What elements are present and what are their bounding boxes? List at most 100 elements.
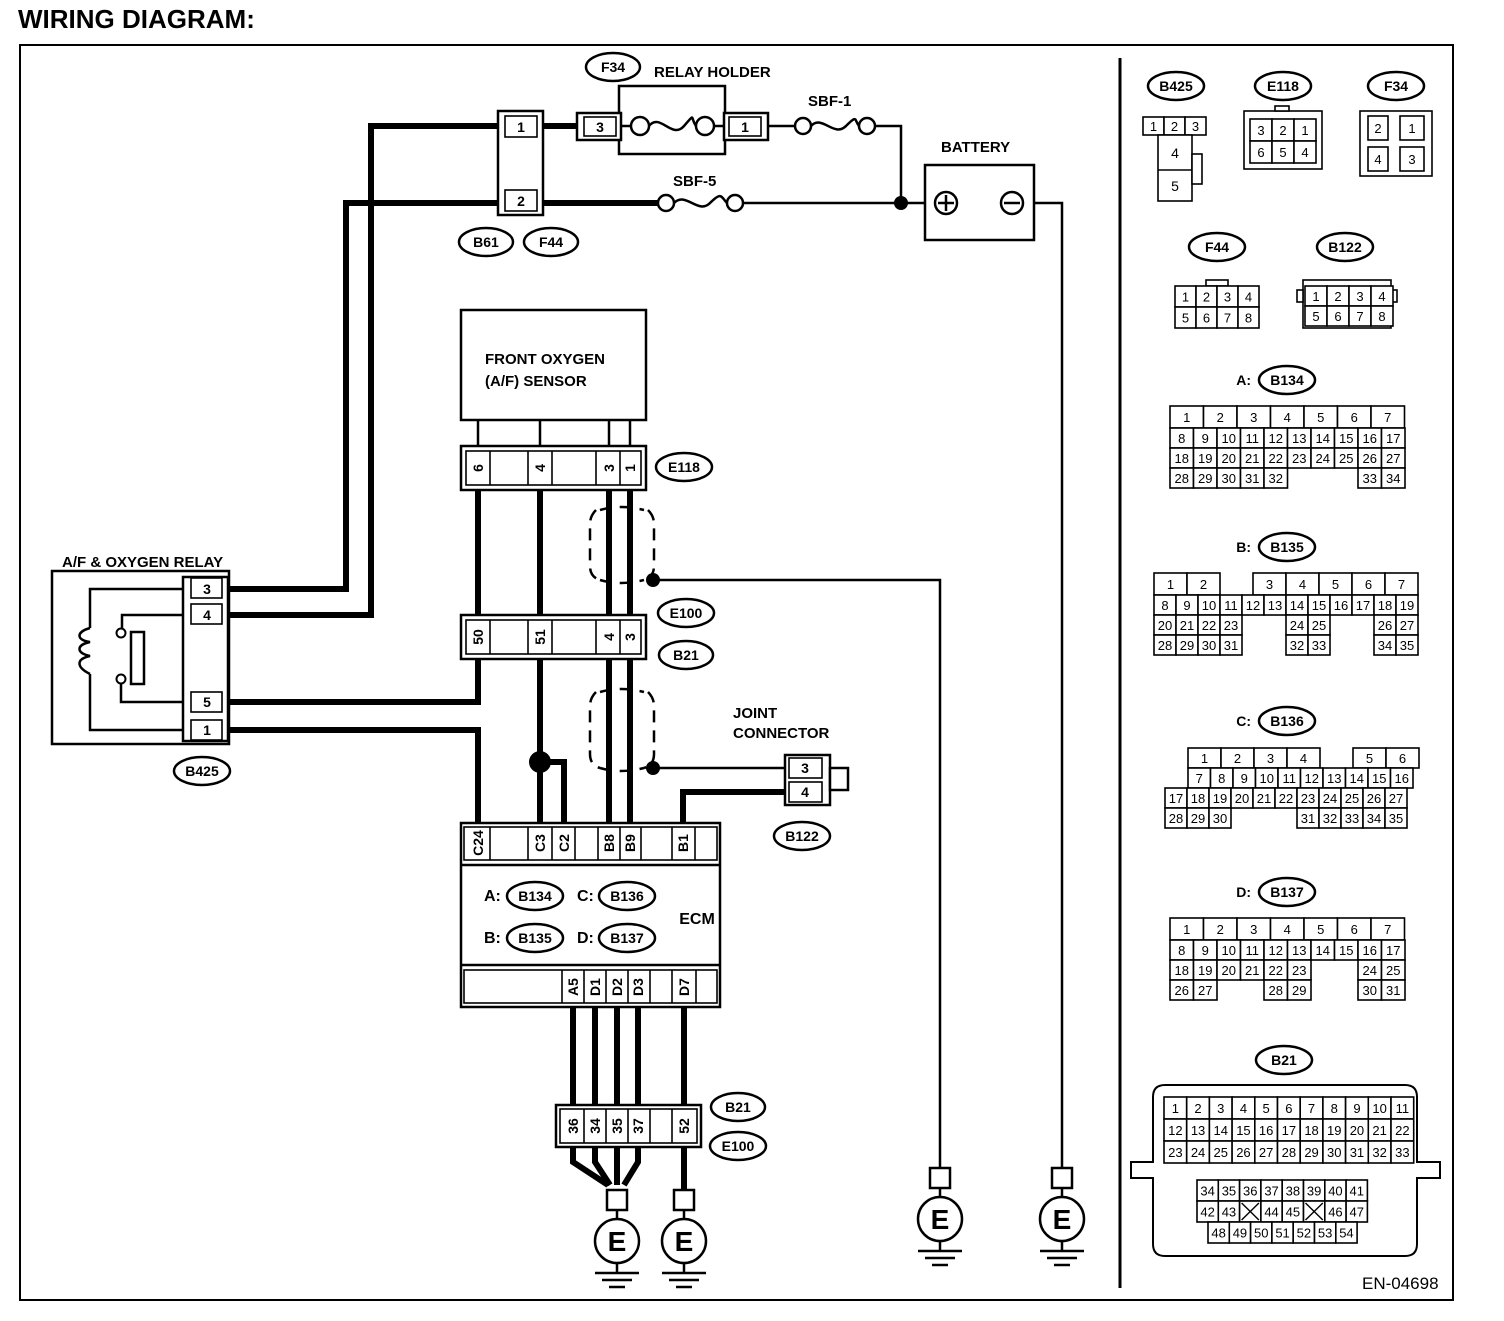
connector-e118 (459, 444, 648, 492)
svg-text:1: 1 (1183, 922, 1190, 937)
svg-text:21: 21 (1245, 451, 1259, 466)
svg-text:7: 7 (1356, 309, 1363, 324)
ecm-bottom-pin-label: D1 (587, 978, 603, 996)
svg-text:52: 52 (1297, 1226, 1311, 1241)
svg-text:B134: B134 (518, 888, 552, 904)
svg-text:29: 29 (1304, 1145, 1318, 1160)
svg-text:33: 33 (1395, 1145, 1409, 1160)
b21-lower-pin-label: 36 (565, 1118, 581, 1134)
connector-tag-b425: B425 (172, 755, 232, 787)
svg-text:25: 25 (1345, 791, 1359, 806)
svg-text:4: 4 (1300, 751, 1307, 766)
relay-holder: 3 1 RELAY HOLDER (575, 64, 771, 156)
svg-text:18: 18 (1304, 1123, 1318, 1138)
svg-text:18: 18 (1191, 791, 1205, 806)
svg-text:6: 6 (1334, 309, 1341, 324)
svg-text:19: 19 (1400, 598, 1414, 613)
svg-text:17: 17 (1169, 791, 1183, 806)
svg-text:5: 5 (1317, 410, 1324, 425)
ground-label: E (608, 1226, 627, 1257)
svg-text:16: 16 (1363, 943, 1377, 958)
joint-pin-label: 4 (801, 784, 809, 800)
svg-text:2: 2 (1279, 123, 1286, 138)
svg-text:7: 7 (1308, 1101, 1315, 1116)
svg-text:21: 21 (1372, 1123, 1386, 1138)
svg-text:3: 3 (1408, 152, 1415, 167)
wires (228, 123, 1064, 1190)
b21-mid-pin-label: 51 (532, 629, 548, 645)
svg-text:30: 30 (1202, 638, 1216, 653)
svg-text:20: 20 (1222, 963, 1236, 978)
svg-text:24: 24 (1363, 963, 1377, 978)
svg-text:A:: A: (1236, 372, 1251, 388)
svg-text:17: 17 (1386, 431, 1400, 446)
battery: BATTERY (923, 139, 1036, 242)
svg-text:45: 45 (1286, 1205, 1300, 1220)
svg-text:26: 26 (1175, 983, 1189, 998)
svg-text:29: 29 (1198, 471, 1212, 486)
svg-text:11: 11 (1396, 1101, 1410, 1116)
legend-tag-b134: A: B134 (1236, 364, 1317, 396)
svg-text:15: 15 (1339, 943, 1353, 958)
joint-label-2: CONNECTOR (733, 725, 830, 742)
svg-text:9: 9 (1241, 771, 1248, 786)
svg-text:12: 12 (1168, 1123, 1182, 1138)
svg-text:8: 8 (1178, 943, 1185, 958)
svg-text:3: 3 (1267, 751, 1274, 766)
connector-tag-b136: B136 (597, 880, 657, 912)
page-title: WIRING DIAGRAM: (18, 4, 255, 34)
svg-text:49: 49 (1233, 1226, 1247, 1241)
legend-tag-f34: F34 (1366, 70, 1426, 102)
svg-text:5: 5 (1263, 1101, 1270, 1116)
ground-label: E (1053, 1204, 1072, 1235)
svg-text:28: 28 (1175, 471, 1189, 486)
svg-text:48: 48 (1211, 1226, 1225, 1241)
svg-text:1: 1 (1301, 123, 1308, 138)
svg-text:16: 16 (1259, 1123, 1273, 1138)
connector-tag-b122: B122 (772, 820, 832, 852)
svg-text:54: 54 (1339, 1226, 1353, 1241)
svg-text:28: 28 (1169, 811, 1183, 826)
svg-text:4: 4 (1245, 290, 1252, 305)
svg-text:24: 24 (1316, 451, 1330, 466)
svg-text:3: 3 (1192, 119, 1199, 134)
svg-text:B21: B21 (673, 647, 699, 663)
svg-text:27: 27 (1386, 451, 1400, 466)
svg-text:2: 2 (1374, 121, 1381, 136)
joint-connector: JOINT CONNECTOR (733, 705, 850, 807)
svg-text:15: 15 (1339, 431, 1353, 446)
svg-text:18: 18 (1175, 451, 1189, 466)
svg-text:35: 35 (1222, 1184, 1236, 1199)
svg-text:51: 51 (1275, 1226, 1289, 1241)
svg-text:B134: B134 (1270, 372, 1304, 388)
svg-text:24: 24 (1290, 618, 1304, 633)
svg-text:8: 8 (1178, 431, 1185, 446)
svg-text:15: 15 (1312, 598, 1326, 613)
document-code: EN-04698 (1362, 1274, 1439, 1293)
ecm-top-dividers (489, 827, 696, 860)
svg-text:37: 37 (1264, 1184, 1278, 1199)
svg-text:23: 23 (1301, 791, 1315, 806)
svg-text:3: 3 (1257, 123, 1264, 138)
ground-symbol: E (916, 1166, 964, 1267)
svg-text:18: 18 (1175, 963, 1189, 978)
svg-text:B137: B137 (610, 930, 644, 946)
svg-text:13: 13 (1191, 1123, 1205, 1138)
svg-text:22: 22 (1279, 791, 1293, 806)
svg-text:19: 19 (1213, 791, 1227, 806)
ecm-bottom-pin-label: D2 (609, 978, 625, 996)
ecm-top-pin-label: C24 (470, 830, 486, 856)
svg-text:34: 34 (1200, 1184, 1214, 1199)
svg-text:3: 3 (1224, 290, 1231, 305)
relay-holder-label: RELAY HOLDER (654, 64, 771, 81)
fuse-sbf-1-label: SBF-1 (808, 93, 851, 110)
front-oxygen-sensor: FRONT OXYGEN (A/F) SENSOR (459, 308, 648, 446)
svg-text:B21: B21 (725, 1099, 751, 1115)
connector-tag-e118: E118 (654, 451, 714, 483)
svg-text:19: 19 (1198, 451, 1212, 466)
